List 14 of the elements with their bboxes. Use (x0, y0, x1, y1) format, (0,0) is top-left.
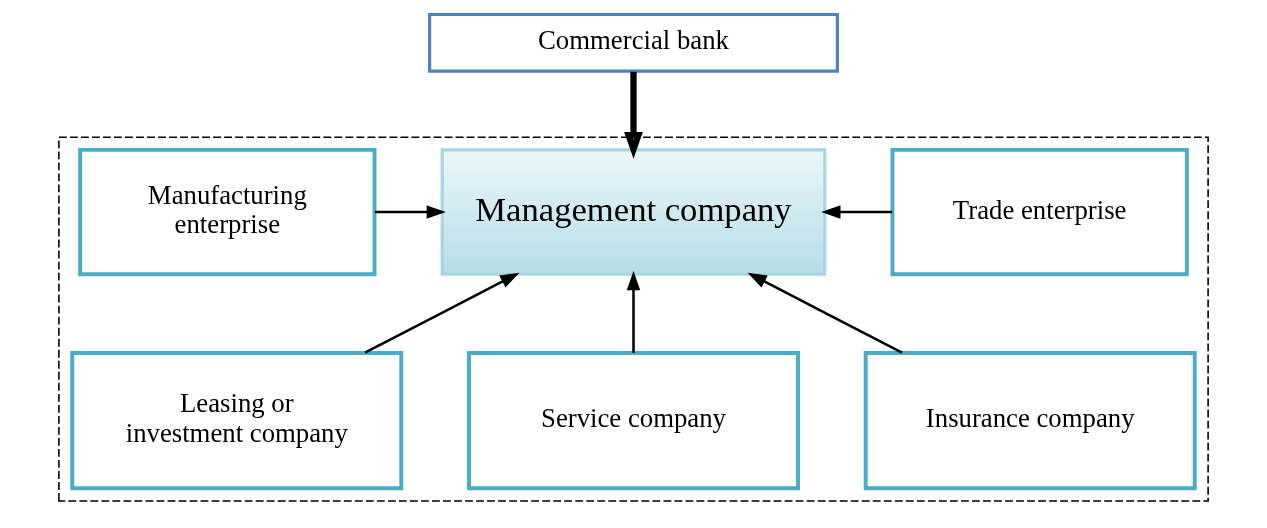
node-box: Management company (440, 148, 827, 276)
arrow (624, 71, 643, 159)
arrow (821, 205, 893, 219)
node-box: Commercial bank (428, 12, 839, 73)
node-box: Insurance company (863, 350, 1197, 491)
arrow (626, 270, 641, 353)
node-box: Leasing or investment company (70, 350, 404, 491)
arrow (364, 272, 520, 354)
arrow (747, 272, 903, 354)
node-box: Service company (467, 350, 800, 491)
cluster (58, 136, 1209, 502)
node-box: Trade enterprise (890, 147, 1189, 277)
node-box: Manufacturing enterprise (78, 147, 377, 277)
arrow (374, 205, 446, 219)
